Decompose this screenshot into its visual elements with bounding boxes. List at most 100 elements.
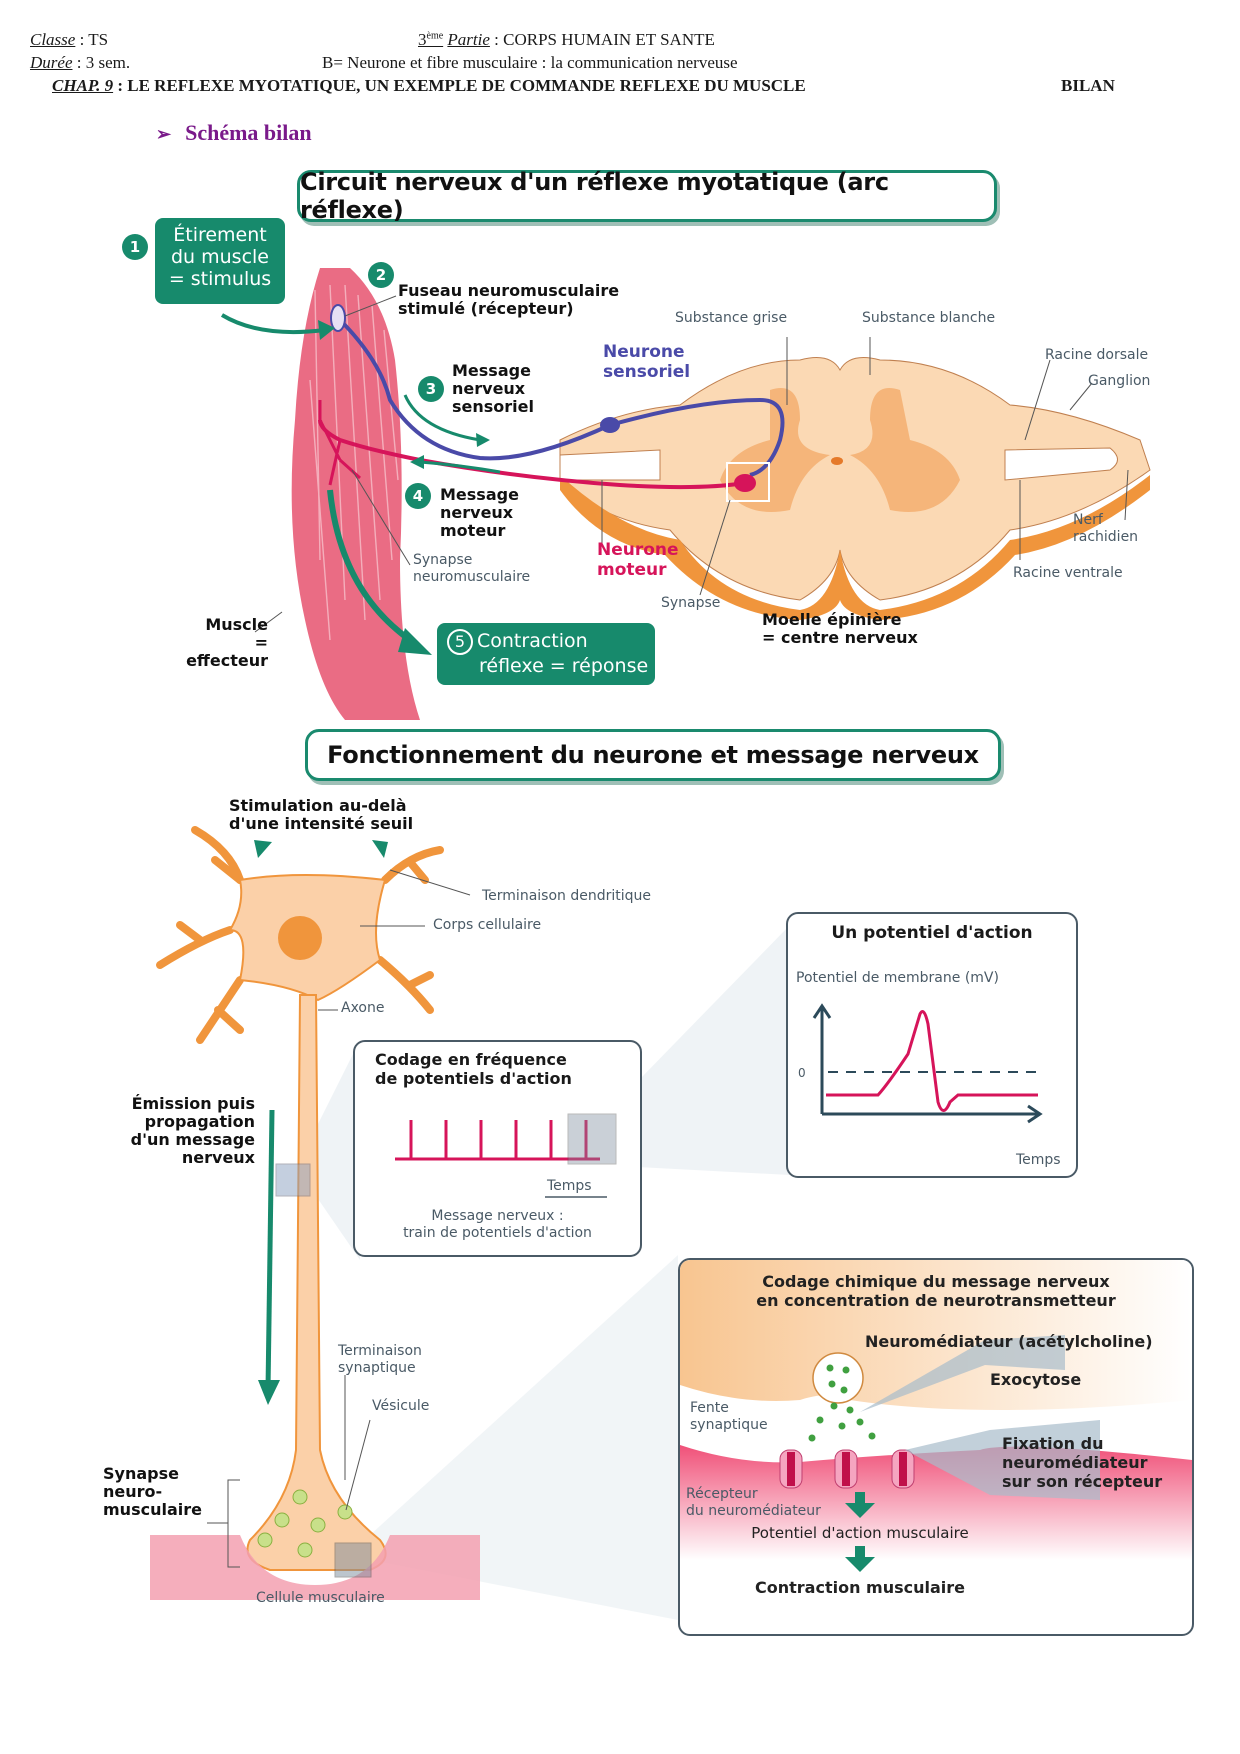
label-line: sensoriel bbox=[603, 362, 691, 382]
chemical-coding-panel: Codage chimique du message nerveux en co… bbox=[678, 1258, 1194, 1636]
duree-value: : 3 sem. bbox=[72, 53, 131, 72]
label-line: sur son récepteur bbox=[1002, 1472, 1163, 1491]
partie-label: Partie bbox=[447, 30, 490, 49]
label-line: Fixation du bbox=[1002, 1434, 1104, 1453]
step-1-line: Étirement bbox=[173, 224, 267, 246]
classe-value: : TS bbox=[75, 30, 109, 49]
label-line: synaptique bbox=[690, 1417, 768, 1433]
step-5-badge: 5 bbox=[447, 629, 473, 655]
step-4-line: moteur bbox=[440, 521, 506, 540]
label-line: Nerf bbox=[1073, 512, 1103, 528]
label-line: Récepteur bbox=[686, 1486, 758, 1502]
frequency-caption: Message nerveux : train de potentiels d'… bbox=[355, 1208, 640, 1242]
label-line: rachidien bbox=[1073, 529, 1139, 545]
vesicles bbox=[257, 1489, 353, 1558]
label-line: d'une intensité seuil bbox=[229, 814, 414, 833]
classe-line: Classe : TS bbox=[30, 30, 108, 50]
gray-matter bbox=[720, 388, 960, 512]
label-synapse-neuromusculaire: Synapse neuromusculaire bbox=[413, 552, 530, 586]
label-line: Neurone bbox=[597, 540, 679, 560]
label-line: neuro- bbox=[103, 1482, 163, 1501]
action-potential-ylabel: Potentiel de membrane (mV) bbox=[796, 970, 999, 986]
neurotransmitter-dots bbox=[808, 1364, 876, 1442]
step-5-line: Contraction bbox=[477, 630, 588, 652]
step-3-badge: 3 bbox=[418, 376, 444, 402]
label-substance-blanche: Substance blanche bbox=[862, 310, 996, 326]
label-pa-musculaire: Potentiel d'action musculaire bbox=[751, 1524, 969, 1542]
label-line: neuromusculaire bbox=[413, 569, 531, 585]
label-ganglion: Ganglion bbox=[1088, 373, 1151, 389]
step-3-line: sensoriel bbox=[452, 397, 534, 416]
label-emission: Émission puis propagation d'un message n… bbox=[115, 1095, 255, 1167]
y-axis-arrow-icon bbox=[812, 1003, 832, 1019]
label-line: nerveux bbox=[181, 1148, 255, 1167]
label-muscle: Muscle = effecteur bbox=[168, 616, 268, 670]
motor-neuron-body bbox=[734, 474, 756, 492]
label-line: Moelle épinière bbox=[762, 610, 902, 629]
x-axis-arrow-icon bbox=[1027, 1104, 1043, 1124]
dendrites bbox=[156, 826, 444, 1044]
label-exocytose: Exocytose bbox=[990, 1370, 1082, 1389]
label-line: propagation bbox=[144, 1112, 255, 1131]
partie-num: 3ème bbox=[418, 30, 444, 49]
frequency-panel-title: Codage en fréquence de potentiels d'acti… bbox=[375, 1050, 572, 1088]
receptors bbox=[779, 1449, 915, 1489]
step-1-box: Étirement du muscle = stimulus bbox=[155, 218, 285, 304]
label-line: neuromédiateur bbox=[1002, 1453, 1148, 1472]
frequency-coding-panel: Codage en fréquence de potentiels d'acti… bbox=[353, 1040, 642, 1257]
step-3-line: nerveux bbox=[452, 379, 526, 398]
action-potential-xlabel: Temps bbox=[1016, 1152, 1061, 1168]
label-fixation: Fixation du neuromédiateur sur son récep… bbox=[1002, 1434, 1162, 1491]
step-3-line: Message bbox=[452, 361, 531, 380]
spike-train-chart bbox=[395, 1113, 617, 1198]
partie-value: : CORPS HUMAIN ET SANTE bbox=[489, 30, 715, 49]
label-neuromediateur: Neuromédiateur (acétylcholine) bbox=[865, 1332, 1153, 1351]
title-line: Codage chimique du message nerveux bbox=[762, 1272, 1110, 1291]
nucleus bbox=[278, 916, 322, 960]
reflex-arc-drawing bbox=[220, 268, 1151, 720]
label-nerf-rachidien: Nerf rachidien bbox=[1073, 512, 1138, 546]
synapse-highlight-box bbox=[726, 462, 770, 502]
diagram2-title: Fonctionnement du neurone et message ner… bbox=[305, 729, 1001, 781]
label-neurone-moteur: Neurone moteur bbox=[597, 540, 679, 580]
chapter-label: CHAP. 9 bbox=[52, 76, 114, 95]
step-5-line: réflexe = réponse bbox=[479, 655, 649, 677]
label-synapse: Synapse bbox=[661, 595, 721, 611]
step-2-line: stimulé (récepteur) bbox=[398, 299, 574, 318]
label-stimulation: Stimulation au-delà d'une intensité seui… bbox=[229, 797, 413, 833]
step-2-label: Fuseau neuromusculaire stimulé (récepteu… bbox=[398, 282, 619, 318]
frequency-axis-label: Temps bbox=[547, 1178, 592, 1194]
title-line: en concentration de neurotransmetteur bbox=[756, 1291, 1116, 1310]
action-potential-chart bbox=[812, 1003, 1043, 1124]
label-contraction-musculaire: Contraction musculaire bbox=[755, 1578, 965, 1597]
action-potential-panel: Un potentiel d'action Potentiel de membr… bbox=[786, 912, 1078, 1178]
label-line: Neurone bbox=[603, 342, 685, 362]
step-3-label: Message nerveux sensoriel bbox=[452, 362, 534, 416]
label-fente-synaptique: Fente synaptique bbox=[690, 1400, 768, 1434]
zero-tick-label: 0 bbox=[798, 1066, 806, 1080]
label-line: du neuromédiateur bbox=[686, 1503, 821, 1519]
label-line: = effecteur bbox=[186, 633, 268, 670]
label-moelle-epiniere: Moelle épinière = centre nerveux bbox=[762, 611, 918, 647]
spike-magnifier-box bbox=[567, 1113, 617, 1165]
section-title: Schéma bilan bbox=[185, 120, 312, 145]
step-2-badge: 2 bbox=[368, 262, 394, 288]
label-line: = centre nerveux bbox=[762, 628, 918, 647]
step-4-badge: 4 bbox=[405, 483, 431, 509]
chapter-value: : LE REFLEXE MYOTATIQUE, UN EXEMPLE DE C… bbox=[113, 76, 806, 95]
label-line: synaptique bbox=[338, 1360, 416, 1376]
label-axone: Axone bbox=[341, 1000, 385, 1016]
label-substance-grise: Substance grise bbox=[675, 310, 788, 326]
label-corps-cellulaire: Corps cellulaire bbox=[433, 917, 542, 933]
down-arrow-icon bbox=[845, 1492, 875, 1518]
bullet-arrow-icon: ➢ bbox=[156, 124, 172, 144]
step-4-label: Message nerveux moteur bbox=[440, 486, 519, 540]
label-line: Stimulation au-delà bbox=[229, 796, 407, 815]
synapse-zoom-drawing bbox=[680, 1260, 1192, 1572]
label-line: Émission puis bbox=[131, 1094, 255, 1113]
action-potential-title: Un potentiel d'action bbox=[831, 923, 1033, 943]
muscle-shape bbox=[291, 268, 420, 720]
step-1-badge: 1 bbox=[122, 234, 148, 260]
